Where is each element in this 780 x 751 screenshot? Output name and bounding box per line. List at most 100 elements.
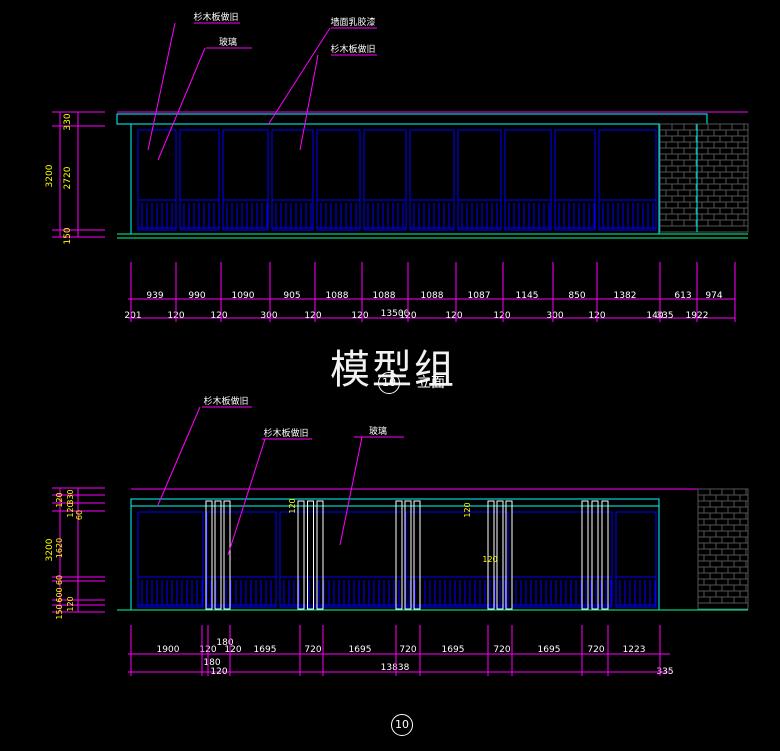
wall-outline [130, 123, 660, 235]
dim-text: 120 [288, 498, 297, 513]
timber-post [591, 500, 599, 610]
dim-text: 1145 [516, 291, 539, 301]
window-bay [615, 511, 657, 608]
leader-line [157, 406, 201, 506]
timber-post [223, 500, 231, 610]
leader-line [339, 436, 363, 546]
dim-text: 1088 [326, 291, 349, 301]
railing [137, 576, 204, 606]
brick-wall [659, 123, 749, 233]
railing [271, 199, 314, 229]
timber-post [601, 500, 609, 610]
dim-text: 720 [304, 645, 321, 655]
annotation-label: 杉木板做旧 [330, 43, 375, 55]
dim-text: 300 [260, 311, 277, 321]
timber-post [297, 500, 305, 610]
dim-text: 335 [656, 311, 673, 321]
window-bay [409, 129, 455, 231]
elevation-marker-top: 10 [378, 372, 400, 394]
dim-text: 60 [55, 575, 64, 585]
window-bay [405, 511, 509, 608]
annotation-label: 杉木板做旧 [193, 11, 238, 23]
dim-text: 120 [351, 311, 368, 321]
timber-post [581, 500, 589, 610]
timber-post [395, 500, 403, 610]
dim-text: 150 [63, 227, 73, 244]
dim-text: 600 [55, 587, 64, 602]
window-bay [511, 511, 613, 608]
dim-text: 180 [216, 638, 233, 648]
dim-text: 120 [210, 667, 227, 677]
dim-text: 850 [568, 291, 585, 301]
railing [409, 199, 455, 229]
dim-text: 140 [646, 311, 663, 321]
dim-text: 120 [224, 645, 241, 655]
dim-text: 1695 [442, 645, 465, 655]
roof-fascia [116, 113, 708, 125]
dim-text: 120 [66, 596, 75, 611]
dim-text: 330 [63, 113, 73, 130]
window-bay [137, 511, 204, 608]
dim-text-total: 3200 [45, 538, 55, 561]
dim-text: 1088 [373, 291, 396, 301]
dim-text: 1620 [55, 538, 64, 558]
leader-line [227, 438, 266, 556]
window-bay [316, 129, 361, 231]
timber-post [205, 500, 213, 610]
dim-text: 120 [66, 502, 75, 517]
dim-text: 120 [445, 311, 462, 321]
railing [615, 576, 657, 606]
railing [363, 199, 407, 229]
timber-post [505, 500, 513, 610]
timber-post [214, 500, 222, 610]
dim-text: 974 [705, 291, 722, 301]
wall-outline [130, 505, 660, 611]
dim-text: 1695 [349, 645, 372, 655]
dim-text: 720 [493, 645, 510, 655]
window-bay [598, 129, 657, 231]
annotation-label: 杉木板做旧 [263, 427, 308, 439]
leader-line [299, 54, 319, 151]
dim-text: 1695 [254, 645, 277, 655]
dim-text: 201 [124, 311, 141, 321]
railing [222, 199, 269, 229]
leader-line [267, 27, 331, 126]
annotation-label: 玻璃 [219, 36, 237, 48]
dim-text-total: 13838 [381, 663, 410, 673]
railing [457, 199, 502, 229]
roof-beam [130, 498, 660, 507]
dim-text: 120 [463, 502, 472, 517]
dim-text: 1088 [421, 291, 444, 301]
dim-text-total: 13500 [381, 309, 410, 319]
brick-wall [697, 488, 749, 610]
dim-text: 720 [587, 645, 604, 655]
dim-text: 613 [674, 291, 691, 301]
dim-text: 330 [66, 489, 75, 504]
railing [405, 576, 509, 606]
dim-text: 60 [75, 510, 84, 520]
window-bay [457, 129, 502, 231]
dim-text: 180 [203, 658, 220, 668]
dim-text: 720 [399, 645, 416, 655]
window-bay [179, 129, 220, 231]
dim-text: 2720 [63, 166, 73, 189]
window-bay [554, 129, 596, 231]
elevation-title: 立面 [417, 375, 445, 391]
dim-text: 1695 [538, 645, 561, 655]
dim-text: 990 [188, 291, 205, 301]
window-bay [137, 129, 177, 231]
railing [316, 199, 361, 229]
dim-text: 335 [656, 667, 673, 677]
dim-text: 1087 [468, 291, 491, 301]
railing [511, 576, 613, 606]
timber-post [487, 500, 495, 610]
elevation-marker-bottom: 10 [391, 714, 413, 736]
timber-post [404, 500, 412, 610]
timber-post [316, 500, 324, 610]
dim-text: 1900 [157, 645, 180, 655]
annotation-label: 玻璃 [369, 425, 387, 437]
annotation-label: 杉木板做旧 [203, 395, 248, 407]
dim-text: 905 [283, 291, 300, 301]
